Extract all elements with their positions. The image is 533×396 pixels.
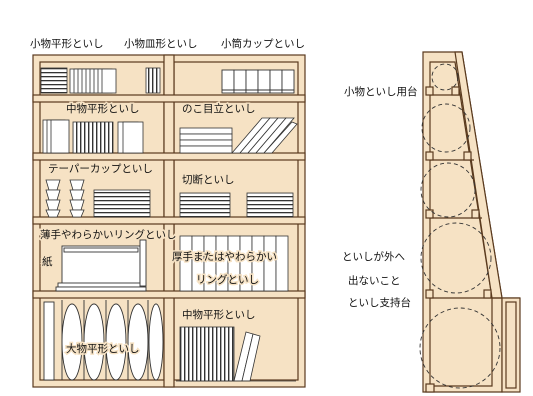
label-medium-flat-bottom: 中物平形といし [182, 308, 256, 321]
label-small-dish: 小物皿形といし [124, 37, 198, 50]
cutoff-wheels [179, 192, 294, 218]
label-saw-upright: のこ目立といし [182, 102, 256, 115]
label-no-fall-line2: 出ないこと [348, 274, 401, 287]
small-flat-wheels [40, 67, 161, 94]
thick-ring-wheels [179, 235, 289, 292]
label-cutoff: 切断といし [182, 173, 235, 186]
label-small-stand: 小物といし用台 [344, 85, 418, 98]
tapered-cup-wheels [45, 179, 151, 218]
label-no-fall-line1: といしが外へ [342, 250, 405, 263]
small-cup-wheels [221, 69, 295, 94]
label-large-flat: 大物平形といし [66, 342, 140, 355]
label-thick-ring-line1: 厚手またはやわらかい [172, 250, 277, 263]
label-thin-ring: 薄手やわらかいリングといし [40, 228, 177, 241]
label-tapered-cup: テーパーカップといし [48, 163, 153, 175]
large-flat-wheels [43, 300, 164, 381]
label-thick-ring-line2: リングといし [196, 273, 259, 286]
medium-flat-bottom-wheels [176, 326, 296, 382]
label-small-cup: 小筒カップといし [221, 37, 305, 50]
label-paper: 紙 [42, 255, 53, 268]
left-shelf [32, 54, 306, 388]
label-medium-flat: 中物平形といし [66, 102, 140, 115]
stand-wheels-dashed [419, 63, 501, 389]
saw-sharpening-wheels [179, 117, 298, 154]
support-stand [422, 51, 521, 393]
label-support-stand: といし支持台 [348, 296, 411, 309]
label-small-flat: 小物平形といし [30, 37, 104, 50]
medium-flat-wheels [42, 119, 144, 154]
thin-ring-wheels [55, 239, 147, 292]
